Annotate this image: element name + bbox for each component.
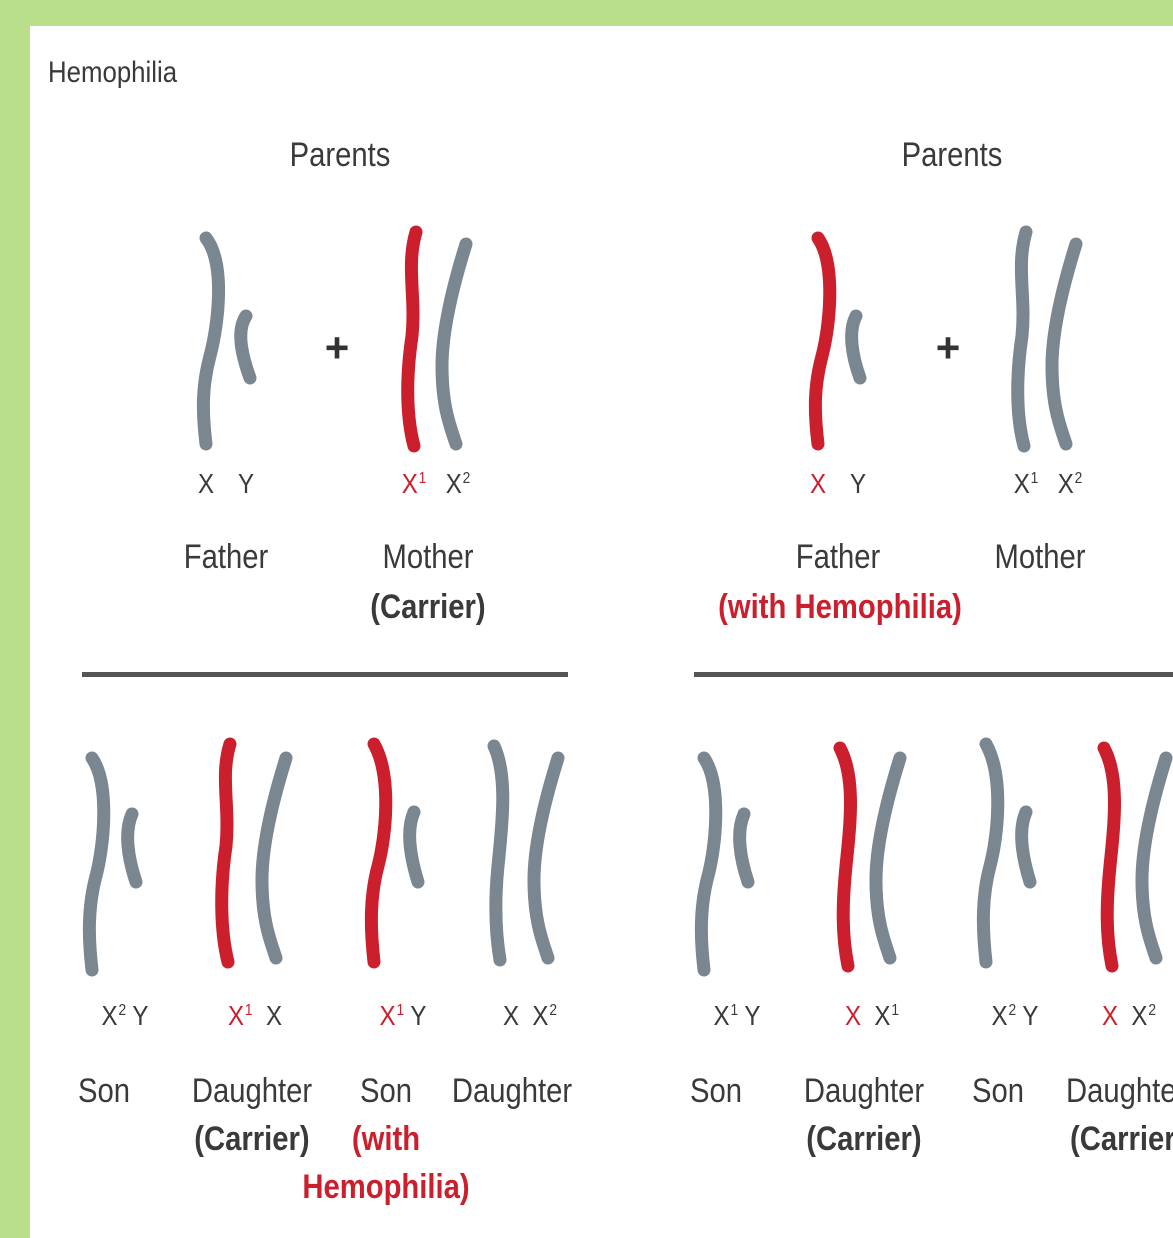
left-mother-gene-x2: X2 — [441, 468, 475, 500]
left-child4-label: Daughter — [417, 1072, 606, 1111]
left-child4-x2-chromosome — [534, 758, 558, 958]
right-father-status: (with Hemophilia) — [711, 588, 969, 627]
left-mother-x1-chromosome — [408, 232, 416, 446]
right-father-label: Father — [743, 538, 932, 577]
left-mother-status: (Carrier) — [333, 588, 522, 627]
left-father-y-chromosome — [241, 316, 250, 378]
chromosome-drawing — [30, 26, 1173, 1238]
left-child3-genes: X1 Y — [364, 1000, 441, 1032]
right-mother-label: Mother — [945, 538, 1134, 577]
right-child3-label: Son — [903, 1072, 1092, 1111]
right-child2-status: (Carrier) — [769, 1120, 958, 1159]
right-mother-gene-x1: X1 — [1009, 468, 1043, 500]
left-child3-status: (with — [291, 1120, 480, 1159]
left-child1-genes: X2 Y — [86, 1000, 163, 1032]
left-plus-sign: + — [317, 324, 357, 372]
right-child2-x1-chromosome — [876, 758, 900, 958]
right-child4-genes: X X2 — [1092, 1000, 1166, 1032]
left-child2-x1-chromosome — [222, 744, 230, 962]
left-child1-x-chromosome — [89, 758, 103, 970]
right-father-x-chromosome — [815, 238, 829, 444]
left-child2-x-chromosome — [262, 758, 286, 958]
right-parents-heading: Parents — [857, 136, 1046, 175]
left-divider — [82, 672, 568, 677]
left-mother-label: Mother — [333, 538, 522, 577]
left-father-gene-y: Y — [229, 468, 263, 500]
left-child3-y-chromosome — [410, 812, 418, 882]
left-child3-status-line2: Hemophilia) — [291, 1168, 480, 1207]
left-child4-genes: X X2 — [487, 1000, 573, 1032]
right-plus-sign: + — [928, 324, 968, 372]
right-child1-x1-chromosome — [701, 758, 715, 970]
right-child2-genes: X X1 — [829, 1000, 915, 1032]
right-child4-x2-chromosome — [1142, 758, 1166, 958]
left-child1-y-chromosome — [128, 814, 136, 882]
right-child3-x2-chromosome — [983, 744, 997, 962]
right-child3-genes: X2 Y — [976, 1000, 1053, 1032]
right-child2-x-chromosome — [840, 748, 851, 966]
right-child4-status: (Carrier) — [1070, 1120, 1173, 1159]
right-divider — [694, 672, 1173, 677]
right-mother-x2-chromosome — [1052, 244, 1076, 444]
right-mother-x1-chromosome — [1018, 232, 1026, 446]
right-mother-gene-x2: X2 — [1053, 468, 1087, 500]
left-child2-genes: X1 X — [216, 1000, 293, 1032]
right-child1-genes: X1 Y — [698, 1000, 775, 1032]
left-mother-gene-x1: X1 — [397, 468, 431, 500]
right-father-y-chromosome — [852, 316, 860, 378]
left-father-gene-x: X — [189, 468, 223, 500]
left-father-label: Father — [131, 538, 320, 577]
right-child4-x-chromosome — [1104, 748, 1115, 966]
right-child1-y-chromosome — [740, 814, 748, 882]
left-parents-heading: Parents — [245, 136, 434, 175]
left-child4-x-chromosome — [494, 746, 503, 960]
right-father-gene-y: Y — [841, 468, 875, 500]
diagram-panel: Hemophilia — [30, 26, 1173, 1238]
right-child3-y-chromosome — [1022, 812, 1030, 882]
right-child4-label: Daughter — [1066, 1072, 1173, 1111]
left-mother-x2-chromosome — [442, 244, 466, 444]
left-child3-x1-chromosome — [371, 744, 385, 962]
right-father-gene-x: X — [801, 468, 835, 500]
left-father-x-chromosome — [203, 238, 218, 444]
